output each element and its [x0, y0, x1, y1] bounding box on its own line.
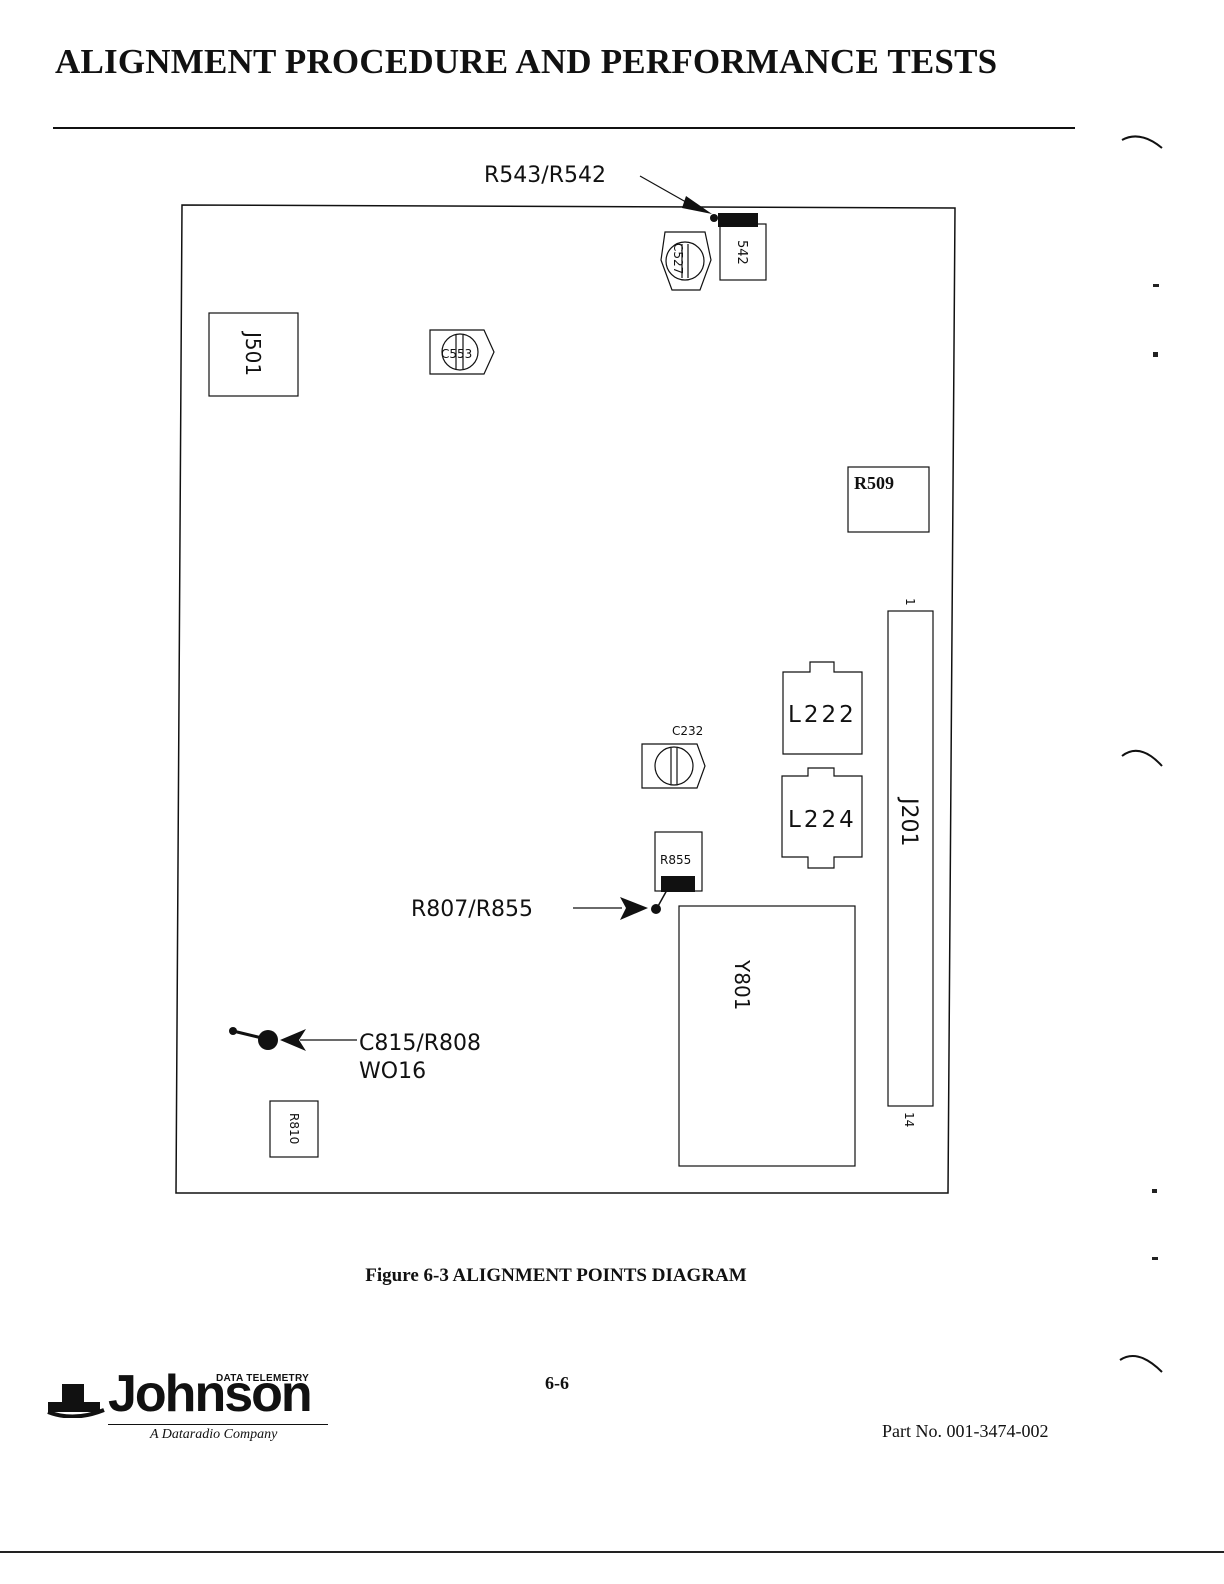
callout-r807-r855: R807/R855: [411, 897, 533, 922]
logo-hat-icon: [44, 1382, 108, 1418]
label-j201: J201: [896, 796, 921, 846]
logo-wordmark: Johnson: [108, 1368, 311, 1420]
label-y801: Y801: [730, 959, 754, 1010]
label-r542: 542: [734, 240, 749, 265]
page-number: 6-6: [545, 1373, 569, 1394]
label-c527: C527: [671, 243, 685, 274]
label-j201-pin14: 14: [902, 1112, 916, 1127]
trimmer-c232-dial: [655, 747, 693, 785]
jumper-r855: [661, 876, 695, 892]
test-point-r855: [651, 904, 661, 914]
component-j201: [888, 611, 933, 1106]
callout-c815-r808: C815/R808: [359, 1031, 481, 1056]
callout-wo16: WO16: [359, 1059, 426, 1084]
callout-arrow-top: [682, 196, 712, 214]
label-c553: C553: [441, 347, 472, 361]
callout-r543-r542: R543/R542: [484, 163, 606, 188]
label-r509: R509: [854, 473, 894, 493]
label-c232: C232: [672, 724, 703, 738]
label-l222: L222: [788, 702, 857, 728]
part-number: Part No. 001-3474-002: [882, 1421, 1048, 1442]
figure-caption: Figure 6-3 ALIGNMENT POINTS DIAGRAM: [0, 1265, 1112, 1287]
logo-tagline: A Dataradio Company: [150, 1427, 277, 1443]
label-j201-pin1: 1: [903, 598, 917, 606]
label-r855: R855: [660, 853, 691, 867]
alignment-diagram: R543/R542 542 C527 J501 C553 R509 L222 L…: [0, 0, 1224, 1250]
jumper-r542: [718, 213, 758, 227]
footer-divider: [0, 1551, 1224, 1553]
company-logo: DATA TELEMETRY Johnson A Dataradio Compa…: [40, 1370, 350, 1450]
component-y801: [679, 906, 855, 1166]
test-point-r542: [710, 214, 718, 222]
callout-arrow-middle: [620, 897, 648, 920]
binder-marks: [1110, 120, 1170, 1380]
label-l224: L224: [788, 807, 857, 833]
label-r810: R810: [287, 1113, 301, 1144]
component-c232: [642, 744, 705, 788]
label-j501: J501: [241, 330, 265, 376]
test-point-c815: [258, 1030, 278, 1050]
